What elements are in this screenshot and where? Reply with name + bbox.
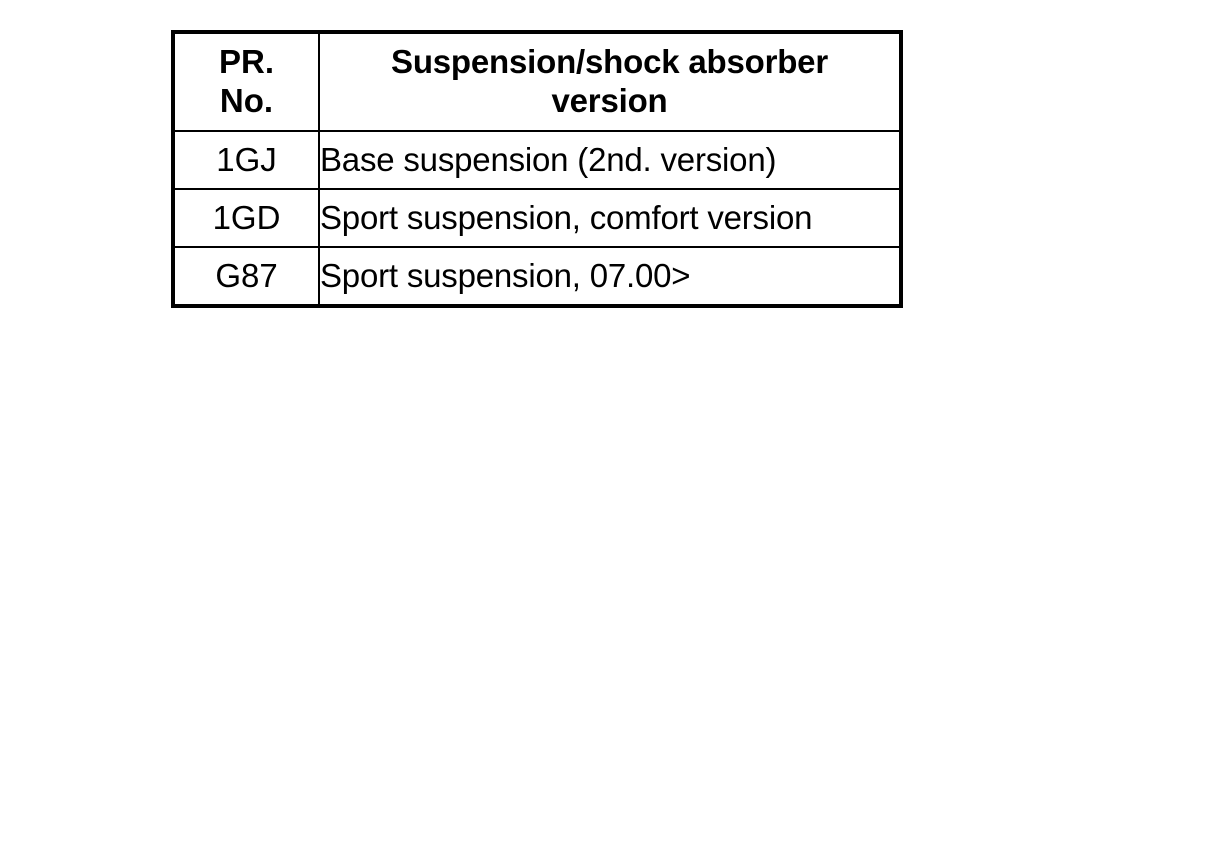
table-header-row: PR. No. Suspension/shock absorber versio… (172, 31, 902, 132)
column-header-version: Suspension/shock absorber version (318, 31, 902, 132)
cell-version: Sport suspension, 07.00> (318, 246, 902, 307)
column-header-pr-no: PR. No. (172, 31, 320, 132)
cell-version: Sport suspension, comfort version (318, 188, 902, 248)
cell-version: Base suspension (2nd. version) (318, 130, 902, 190)
table-row: 1GD Sport suspension, comfort version (172, 188, 902, 248)
cell-pr-no: 1GJ (172, 130, 320, 190)
table-body: 1GJ Base suspension (2nd. version) 1GD S… (172, 130, 902, 307)
column-header-pr-no-line1: PR. (218, 43, 274, 81)
column-header-version-line1: Suspension/shock absorber (391, 43, 828, 81)
table-header: PR. No. Suspension/shock absorber versio… (172, 31, 902, 132)
column-header-pr-no-line2: No. (219, 82, 274, 119)
cell-pr-no: 1GD (172, 188, 320, 248)
table-row: G87 Sport suspension, 07.00> (172, 246, 902, 307)
column-header-version-line2: version (551, 82, 668, 119)
suspension-pr-number-table: PR. No. Suspension/shock absorber versio… (171, 30, 903, 308)
table-row: 1GJ Base suspension (2nd. version) (172, 130, 902, 190)
cell-pr-no: G87 (172, 246, 320, 307)
